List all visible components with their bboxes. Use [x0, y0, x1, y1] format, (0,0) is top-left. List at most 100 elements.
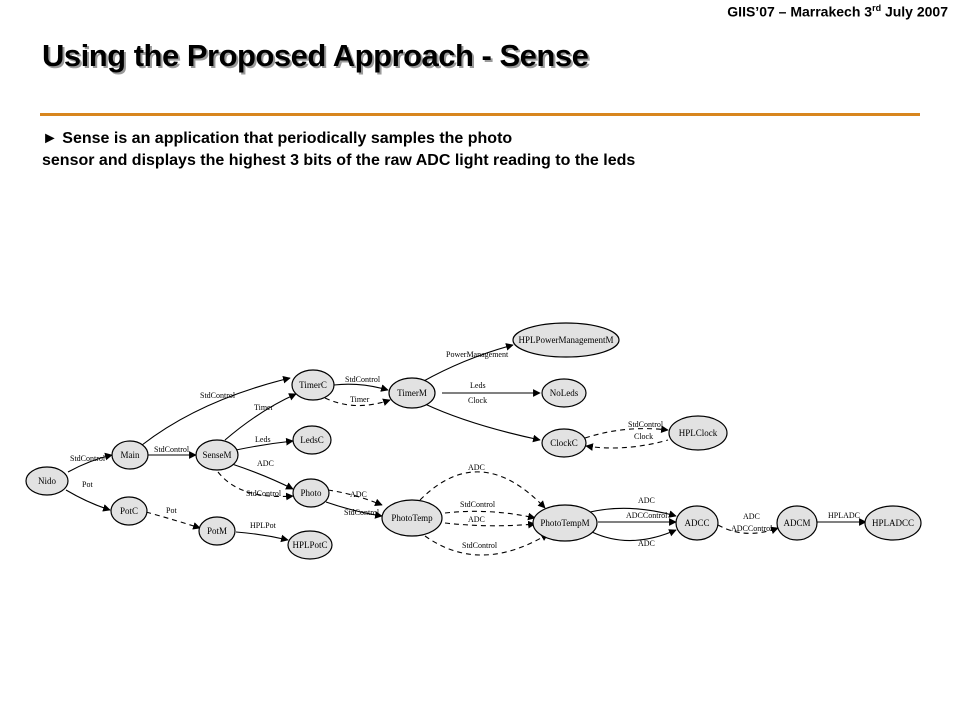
bullet-arrow-icon: ►	[42, 130, 58, 147]
edge-nido-potc	[65, 489, 111, 512]
edge-main-timerc	[141, 375, 291, 446]
node-potc: PotC	[110, 496, 148, 526]
node-photo: Photo	[292, 478, 330, 508]
edge-label-adcc-adcm-ctrl: ADCControl	[731, 524, 773, 533]
node-timerm: TimerM	[388, 377, 436, 409]
node-label-adcm: ADCM	[783, 518, 810, 528]
node-timerc: TimerC	[291, 369, 335, 401]
edge-label-main-timerc: StdControl	[200, 391, 236, 400]
node-label-timerc: TimerC	[299, 380, 327, 390]
slide-title: Using the Proposed Approach - Sense	[42, 38, 589, 73]
bullet-line-1: Sense is an application that periodicall…	[62, 130, 513, 147]
node-clockc: ClockC	[541, 428, 587, 458]
edge-phototempm-adcc-adc-bottom	[591, 529, 677, 542]
node-label-adcc: ADCC	[684, 518, 709, 528]
edge-timerc-timerm-std	[333, 383, 389, 392]
node-nido: Nido	[25, 466, 69, 496]
edge-label-phototemp-phototempm-std: StdControl	[460, 500, 496, 509]
node-main: Main	[111, 440, 149, 470]
edge-label-phototemp-phototempm-adc-top: ADC	[468, 463, 485, 472]
edge-label-clockc-hplclock-clock: Clock	[634, 432, 653, 441]
edge-label-phototempm-adcc-adc: ADC	[638, 496, 655, 505]
node-adcc: ADCC	[675, 505, 719, 541]
node-hplclock: HPLClock	[668, 415, 728, 451]
node-label-photo: Photo	[300, 488, 322, 498]
node-label-potc: PotC	[120, 506, 138, 516]
edge-label-potc-potm: Pot	[166, 506, 177, 515]
edge-label-nido-main: StdControl	[70, 454, 106, 463]
edge-label-clockc-hplclock-std: StdControl	[628, 420, 664, 429]
edge-label-timerm-hplpower: PowerManagement	[446, 350, 509, 359]
edge-timerm-clockc	[424, 403, 541, 443]
header-event-label: GIIS’07 – Marrakech 3rd July 2007	[727, 3, 948, 20]
node-hplpotc: HPLPotC	[287, 530, 333, 560]
node-hplpowermanagementm: HPLPowerManagementM	[512, 322, 620, 358]
node-noleds: NoLeds	[541, 378, 587, 408]
edge-label-phototempm-adcc-ctrl: ADCControl	[626, 511, 668, 520]
node-label-hpladcc: HPLADCC	[872, 518, 914, 528]
edge-sensem-photo-std	[217, 471, 294, 501]
node-label-noleds: NoLeds	[550, 388, 579, 398]
edge-label-sensem-photo-adc: ADC	[257, 459, 274, 468]
diagram-edges: StdControl Pot StdControl StdControl Tim…	[65, 343, 867, 556]
node-ledsc: LedsC	[292, 425, 332, 455]
edge-label-sensem-ledsc: Leds	[255, 435, 271, 444]
edge-clockc-hplclock-std	[584, 425, 669, 439]
node-label-main: Main	[121, 450, 140, 460]
edge-label-potm-hplpotc: HPLPot	[250, 521, 277, 530]
node-phototempm: PhotoTempM	[532, 504, 598, 542]
edge-label-photo-phototemp-adc: ADC	[350, 490, 367, 499]
edge-clockc-hplclock-clock	[585, 439, 669, 451]
edge-sensem-timerc	[224, 393, 297, 441]
diagram-nodes: Nido Main PotC SenseM PotM TimerC	[25, 322, 922, 560]
edge-timerm-hplpower	[421, 343, 514, 383]
node-label-hplpotc: HPLPotC	[292, 540, 327, 550]
edge-nido-main	[67, 452, 113, 473]
bullet-paragraph: ► Sense is an application that periodica…	[42, 128, 922, 172]
edge-label-timerm-noleds-clock: Clock	[468, 396, 487, 405]
node-label-timerm: TimerM	[397, 388, 427, 398]
header-text-main: GIIS’07 – Marrakech 3	[727, 3, 873, 20]
edge-potm-hplpotc	[235, 531, 289, 543]
edge-label-timerc-timerm-timer: Timer	[350, 395, 370, 404]
bullet-line-2: sensor and displays the highest 3 bits o…	[42, 152, 636, 169]
node-phototemp: PhotoTemp	[381, 499, 443, 537]
edge-label-phototempm-adcc-adc-bottom: ADC	[638, 539, 655, 548]
edge-label-phototemp-phototempm-std-bottom: StdControl	[462, 541, 498, 550]
edge-label-main-sensem: StdControl	[154, 445, 190, 454]
node-label-potm: PotM	[207, 526, 227, 536]
edge-label-sensem-photo-std: StdControl	[246, 489, 282, 498]
edge-sensem-photo-adc	[231, 463, 294, 490]
header-text-sup: rd	[872, 3, 882, 13]
node-hpladcc: HPLADCC	[864, 505, 922, 541]
node-label-clockc: ClockC	[550, 438, 578, 448]
edge-label-photo-phototemp-std: StdControl	[344, 508, 380, 517]
edge-label-nido-potc: Pot	[82, 480, 93, 489]
node-label-sensem: SenseM	[203, 450, 232, 460]
header-text-tail: July 2007	[881, 3, 948, 20]
edge-label-phototemp-phototempm-adc: ADC	[468, 515, 485, 524]
node-potm: PotM	[198, 516, 236, 546]
title-divider	[40, 113, 920, 116]
node-label-hplclock: HPLClock	[679, 428, 718, 438]
edge-phototempm-adcc-adc	[589, 507, 677, 518]
node-label-phototempm: PhotoTempM	[540, 518, 589, 528]
edge-sensem-ledsc	[235, 437, 294, 451]
edge-photo-phototemp-std	[325, 501, 383, 519]
node-label-ledsc: LedsC	[300, 435, 324, 445]
edge-label-sensem-timerc: Timer	[254, 403, 274, 412]
node-sensem: SenseM	[195, 439, 239, 471]
edge-adcc-adcm	[717, 524, 779, 534]
edge-phototemp-phototempm-adc	[444, 520, 536, 529]
node-label-hplpower: HPLPowerManagementM	[519, 335, 614, 345]
edge-label-timerm-noleds-leds: Leds	[470, 381, 486, 390]
edge-label-timerc-timerm-std: StdControl	[345, 375, 381, 384]
edge-photo-phototemp-adc	[327, 489, 383, 506]
edge-label-adcm-hpladcc: HPLADC	[828, 511, 860, 520]
node-adcm: ADCM	[776, 505, 818, 541]
edge-label-adcc-adcm-adc: ADC	[743, 512, 760, 521]
edge-phototemp-phototempm-std	[444, 510, 536, 521]
edge-phototemp-phototempm-adc-top	[419, 471, 546, 509]
